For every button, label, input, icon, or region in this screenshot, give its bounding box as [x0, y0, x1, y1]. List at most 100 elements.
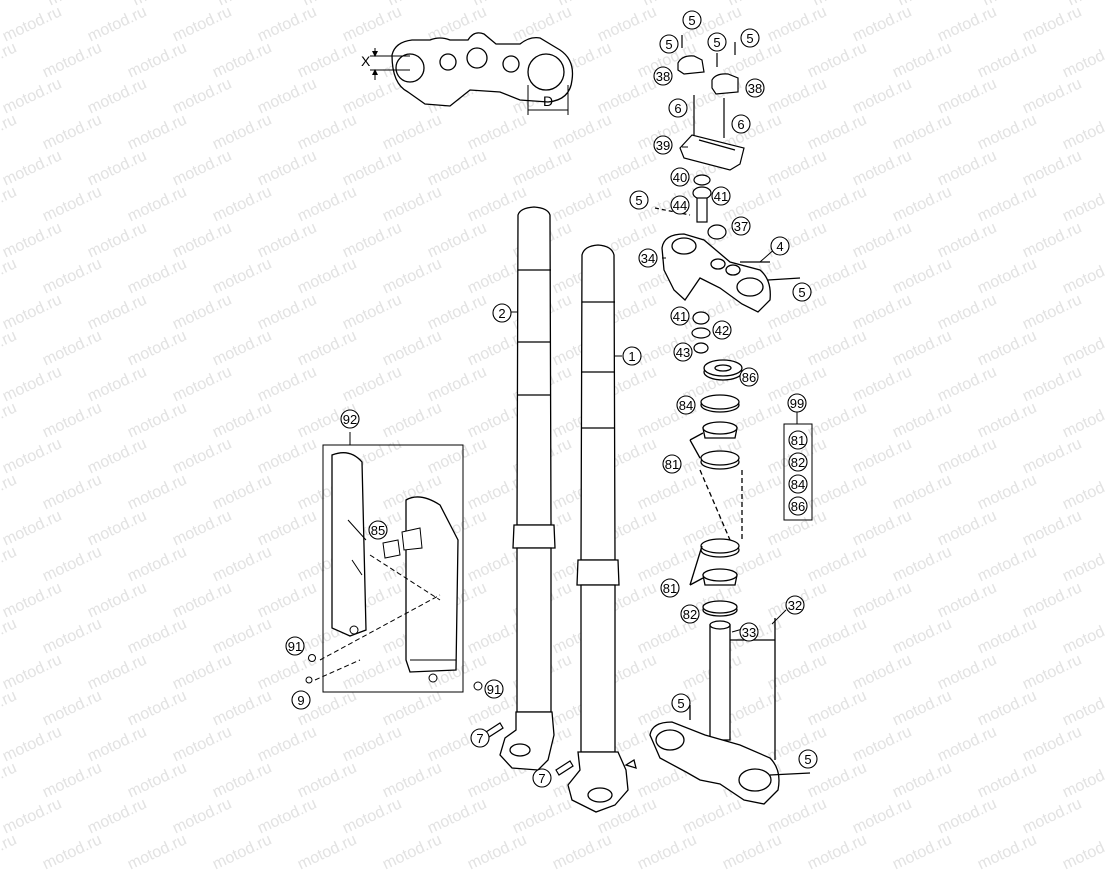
callout-circle-c9 — [291, 690, 311, 710]
callout-kit-item-1: 82 — [791, 455, 805, 470]
callout-c44: 44 — [673, 198, 687, 213]
fork-exploded-diagram: X D — [285, 10, 818, 813]
callout-circle-c38b — [745, 78, 765, 98]
callout-c91b: 91 — [487, 682, 501, 697]
callout-kit-title: 99 — [790, 396, 804, 411]
callout-circle-c91b — [484, 679, 504, 699]
triple-clamp-dimension-sketch — [391, 32, 574, 107]
callout-circle-c5g — [671, 693, 691, 713]
handlebar-clamp-assembly — [677, 35, 745, 171]
callout-circle-c85 — [368, 520, 388, 540]
callout-circle-kit-title — [787, 393, 807, 413]
watermark-text: motod.ru — [1060, 831, 1106, 874]
callout-c40: 40 — [673, 170, 687, 185]
callout-c9: 9 — [297, 693, 304, 708]
callout-c34: 34 — [641, 251, 655, 266]
watermark-text: motod.ru — [40, 831, 105, 874]
watermark-text: motod.ru — [0, 831, 20, 874]
callout-circle-c6b — [731, 114, 751, 134]
callout-circle-c7a — [470, 728, 490, 748]
callout-c38b: 38 — [748, 81, 762, 96]
watermark-text: motod.ru — [380, 831, 445, 874]
callout-kit-item-2: 84 — [791, 477, 805, 492]
callout-c84: 84 — [679, 398, 693, 413]
callout-c82: 82 — [683, 607, 697, 622]
callout-c5c: 5 — [713, 35, 720, 50]
callout-circle-c5f — [792, 282, 812, 302]
callout-c81a: 81 — [665, 457, 679, 472]
callout-circle-kit-item-1 — [788, 452, 808, 472]
callout-c5f: 5 — [798, 285, 805, 300]
upper-triple-clamp — [661, 233, 801, 313]
callout-c33: 33 — [742, 625, 756, 640]
callout-circle-c84 — [676, 395, 696, 415]
callout-circle-c2 — [492, 303, 512, 323]
dimension-lines — [370, 48, 569, 115]
callout-circle-c41b — [670, 306, 690, 326]
callout-c92: 92 — [343, 412, 357, 427]
callout-circle-c38a — [653, 66, 673, 86]
callout-circle-c81a — [662, 454, 682, 474]
callout-c7b: 7 — [538, 771, 545, 786]
callout-circle-c34 — [638, 248, 658, 268]
callout-c5g: 5 — [804, 752, 811, 767]
callout-circle-c6a — [668, 98, 688, 118]
callout-circle-c44 — [670, 195, 690, 215]
steering-nut-stack — [691, 311, 711, 354]
callout-circle-c91a — [285, 636, 305, 656]
callout-circle-c82 — [680, 604, 700, 624]
callout-c32: 32 — [788, 598, 802, 613]
bearing-set — [689, 359, 743, 617]
callout-c86: 86 — [742, 370, 756, 385]
watermark-text: motod.ru — [125, 831, 190, 874]
callout-circle-c5c — [707, 32, 727, 52]
callout-circle-c5e — [629, 190, 649, 210]
callout-circle-c32 — [785, 595, 805, 615]
callout-kit-item-3: 86 — [791, 499, 805, 514]
callout-circle-c4 — [770, 236, 790, 256]
callout-circle-c86 — [739, 367, 759, 387]
watermark-text: motod.ru — [720, 831, 785, 874]
callout-circle-c42 — [712, 320, 732, 340]
callout-kit-item-0: 81 — [791, 433, 805, 448]
callout-c5g: 5 — [677, 696, 684, 711]
callout-circle-c37 — [731, 216, 751, 236]
callout-c5a: 5 — [688, 13, 695, 28]
watermark-text: motod.ru — [295, 831, 360, 874]
watermark-text: motod.ru — [805, 831, 870, 874]
callout-circle-c33 — [739, 622, 759, 642]
fork-guard-kit — [305, 432, 483, 693]
watermark-text: motod.ru — [465, 831, 530, 874]
callout-c42: 42 — [715, 323, 729, 338]
callout-c41a: 41 — [714, 189, 728, 204]
callout-circle-c41a — [711, 186, 731, 206]
callout-circle-c1 — [622, 346, 642, 366]
dimension-d-label: D — [543, 93, 553, 109]
callout-c91a: 91 — [288, 639, 302, 654]
fork-leg-left — [499, 206, 556, 771]
callout-circle-c5a — [682, 10, 702, 30]
callout-circle-c5d — [740, 28, 760, 48]
watermark-text: motod.ru — [975, 831, 1040, 874]
callout-circle-c5g — [798, 749, 818, 769]
dimension-x-label: X — [361, 53, 371, 69]
callout-circle-c7b — [532, 768, 552, 788]
callout-c38a: 38 — [656, 69, 670, 84]
steering-stem-lower-clamp — [649, 618, 811, 805]
callout-circle-c92 — [340, 409, 360, 429]
callout-circle-c81b — [660, 578, 680, 598]
callout-c1: 1 — [628, 349, 635, 364]
callout-c37: 37 — [734, 219, 748, 234]
callout-c2: 2 — [498, 306, 505, 321]
callout-circle-c40 — [670, 167, 690, 187]
callout-circle-kit-item-3 — [788, 496, 808, 516]
callout-c39: 39 — [656, 138, 670, 153]
callout-c43: 43 — [676, 345, 690, 360]
watermark-text: motod.ru — [210, 831, 275, 874]
callout-circle-c39 — [653, 135, 673, 155]
callout-circle-c43 — [673, 342, 693, 362]
callout-circle-kit-item-0 — [788, 430, 808, 450]
callout-c7a: 7 — [476, 731, 483, 746]
